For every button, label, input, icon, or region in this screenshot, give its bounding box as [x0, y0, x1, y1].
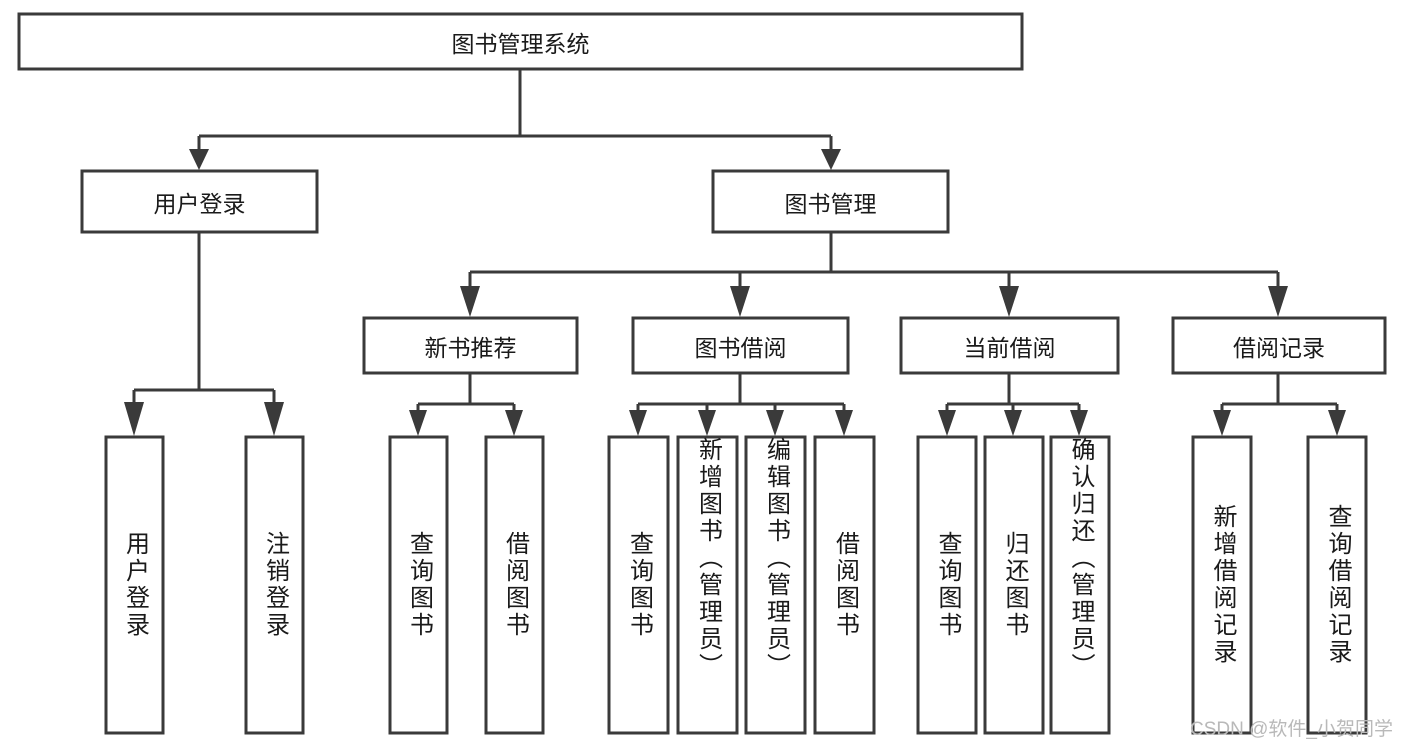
- connector-group-root: [189, 69, 841, 170]
- connector-group-current-borrow: [938, 374, 1088, 436]
- arrow-head-leaf-add-record: [1213, 410, 1231, 436]
- connector-group-new-book-rec: [409, 374, 523, 436]
- connector-group-book-borrow: [629, 374, 853, 436]
- node-box-leaf-edit-book[interactable]: [744, 435, 807, 735]
- node-box-leaf-query-book-3[interactable]: [916, 435, 978, 735]
- arrow-head-leaf-logout: [264, 402, 284, 436]
- node-box-user-login[interactable]: [80, 169, 319, 234]
- node-box-leaf-add-record[interactable]: [1191, 435, 1253, 735]
- connector-group-user-login: [124, 233, 284, 436]
- arrow-head-new-book-rec: [460, 286, 480, 317]
- node-box-leaf-add-book[interactable]: [676, 435, 739, 735]
- arrow-head-leaf-user-login: [124, 402, 144, 436]
- arrow-head-current-borrow: [999, 286, 1019, 317]
- node-box-book-borrow[interactable]: [631, 316, 850, 375]
- node-box-leaf-query-book-1[interactable]: [388, 435, 449, 735]
- arrow-head-book-manage: [821, 149, 841, 170]
- node-box-leaf-user-login[interactable]: [104, 435, 165, 735]
- arrow-head-leaf-query-book-3: [938, 410, 956, 436]
- arrow-head-leaf-query-record: [1328, 410, 1346, 436]
- node-box-leaf-borrow-book-1[interactable]: [484, 435, 545, 735]
- arrow-head-book-borrow: [730, 286, 750, 317]
- arrow-head-user-login: [189, 149, 209, 170]
- arrow-head-leaf-borrow-book-2: [835, 410, 853, 436]
- arrow-head-leaf-return-book: [1004, 410, 1022, 436]
- arrow-head-borrow-record: [1268, 286, 1288, 317]
- node-box-leaf-query-book-2[interactable]: [607, 435, 670, 735]
- arrow-head-leaf-query-book-1: [409, 410, 427, 436]
- node-box-leaf-confirm-return[interactable]: [1049, 435, 1111, 735]
- arrow-head-leaf-borrow-book-1: [505, 410, 523, 436]
- node-box-root[interactable]: [17, 12, 1024, 71]
- node-box-leaf-query-record[interactable]: [1306, 435, 1368, 735]
- connector-group-book-manage: [460, 233, 1288, 317]
- node-box-leaf-return-book[interactable]: [983, 435, 1045, 735]
- node-box-leaf-borrow-book-2[interactable]: [813, 435, 876, 735]
- arrow-head-leaf-edit-book: [766, 410, 784, 436]
- node-box-borrow-record[interactable]: [1171, 316, 1387, 375]
- connector-group-borrow-record: [1213, 374, 1346, 436]
- node-box-current-borrow[interactable]: [899, 316, 1120, 375]
- arrow-head-leaf-query-book-2: [629, 410, 647, 436]
- node-box-new-book-rec[interactable]: [362, 316, 579, 375]
- node-box-book-manage[interactable]: [711, 169, 950, 234]
- arrow-head-leaf-add-book: [698, 410, 716, 436]
- arrow-head-leaf-confirm-return: [1070, 410, 1088, 436]
- node-box-leaf-logout[interactable]: [244, 435, 305, 735]
